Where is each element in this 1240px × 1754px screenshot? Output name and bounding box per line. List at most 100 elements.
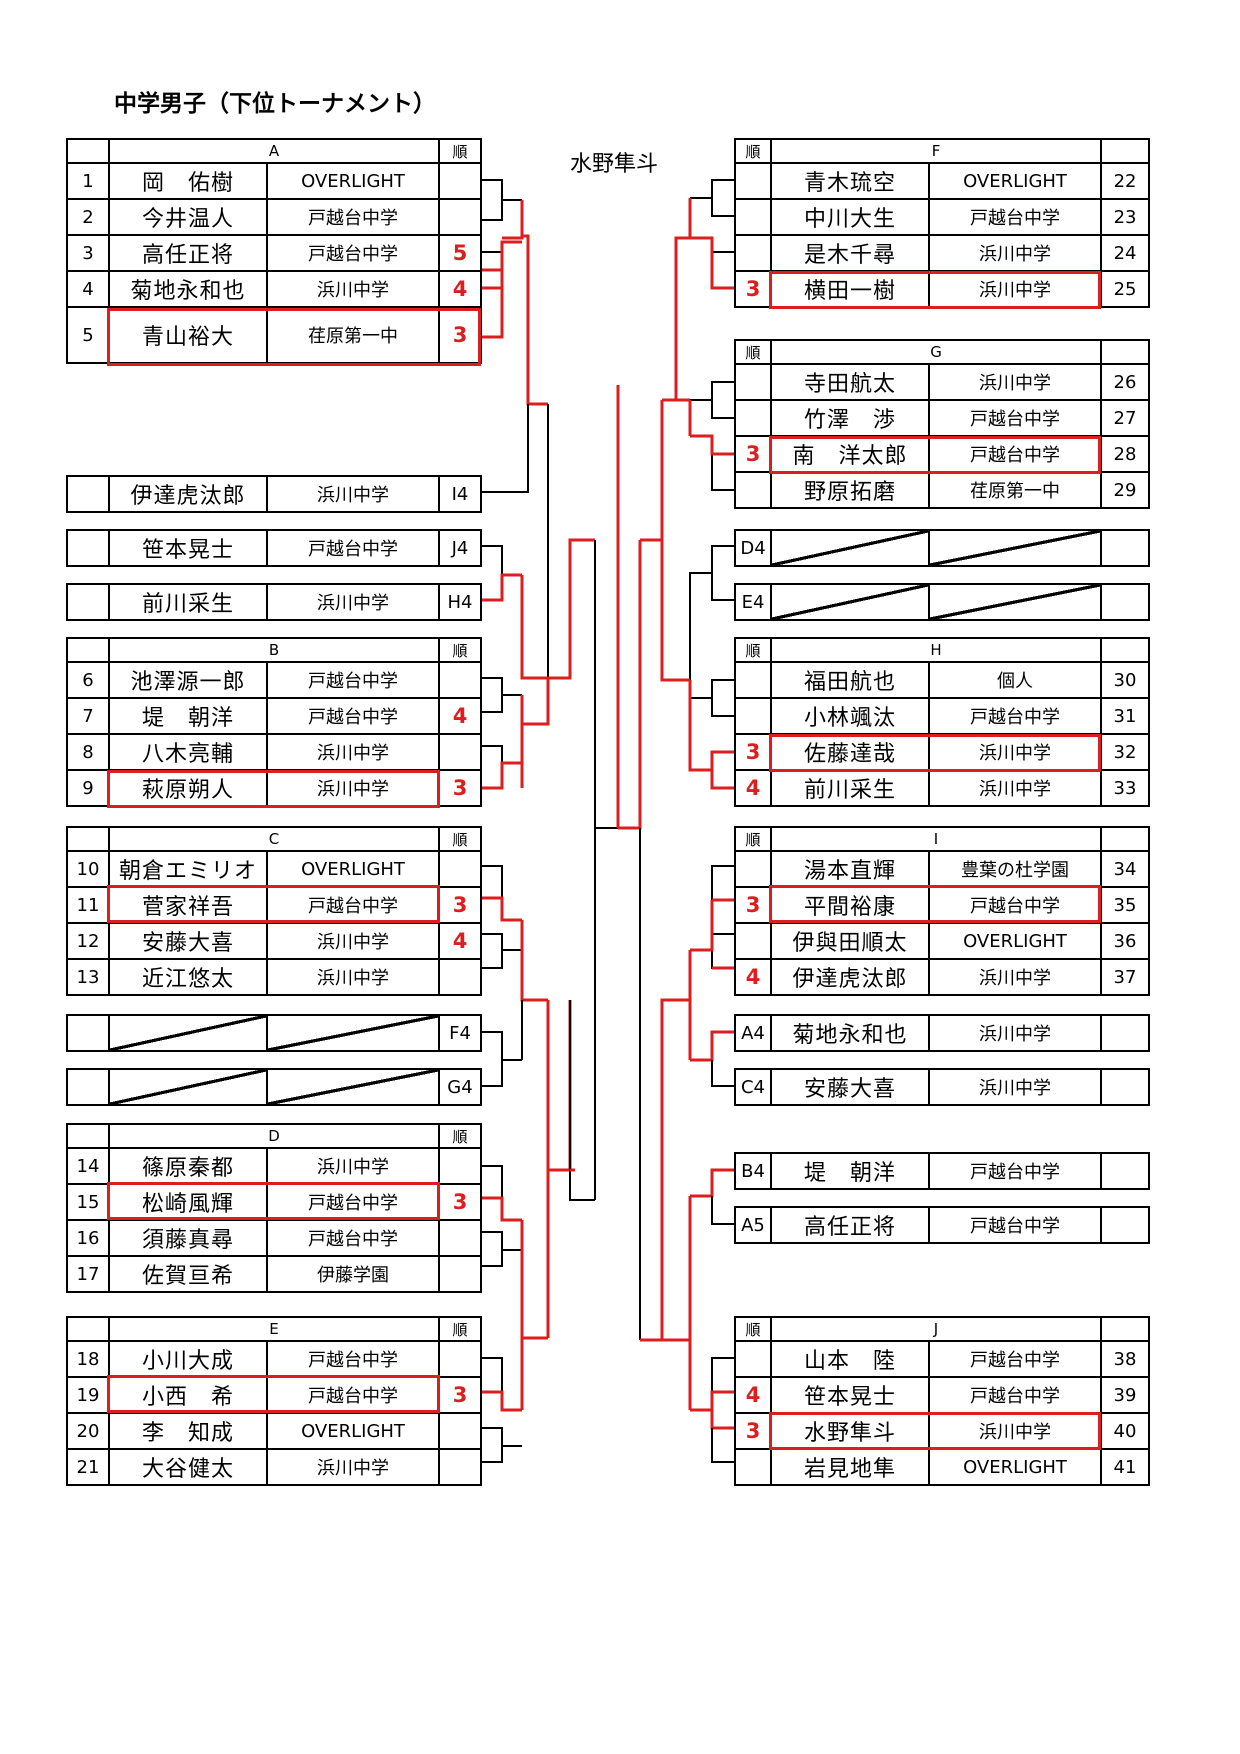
rank-value	[438, 850, 483, 888]
table-row: C4 安藤大喜 浜川中学	[734, 1068, 1150, 1106]
player-number: 5	[66, 306, 110, 364]
seed-a5-table: A5 高任正将 戸越台中学	[734, 1206, 1150, 1244]
seed-j4-table: 笹本晃士 戸越台中学 J4	[66, 529, 482, 567]
bracket-line	[480, 240, 522, 272]
table-row: 18 小川大成 戸越台中学	[66, 1340, 483, 1378]
player-number: 40	[1100, 1412, 1150, 1450]
champion-name: 水野隼斗	[570, 152, 659, 177]
table-row: F4	[66, 1014, 482, 1052]
school-name: 荏原第一中	[928, 471, 1102, 509]
school-name: 個人	[928, 661, 1102, 699]
group-label: D	[108, 1123, 440, 1149]
seed-i4-table: 伊達虎汰郎 浜川中学 I4	[66, 475, 482, 513]
bracket-line	[660, 540, 690, 682]
player-number: 8	[66, 733, 110, 771]
table-row: 12 安藤大喜 浜川中学 4	[66, 922, 483, 960]
header-blank	[66, 1316, 110, 1342]
table-row: 16 須藤真尋 戸越台中学	[66, 1219, 482, 1257]
bye-slash	[770, 529, 930, 567]
seed-label: A4	[734, 1014, 772, 1052]
player-number: 16	[66, 1219, 110, 1257]
table-row: 野原拓磨 荏原第一中 29	[734, 471, 1150, 509]
school-name: OVERLIGHT	[265, 162, 441, 200]
table-row: 11 菅家祥吾 戸越台中学 3	[66, 886, 483, 924]
group-label: A	[107, 138, 441, 164]
school-name: 戸越台中学	[266, 529, 440, 567]
player-name: 是木千尋	[770, 234, 930, 272]
player-name: 堤 朝洋	[108, 697, 268, 735]
bracket-line	[522, 678, 550, 726]
table-row: 4 前川采生 浜川中学 33	[734, 769, 1150, 807]
rank-value	[734, 922, 772, 960]
bracket-line	[480, 1165, 503, 1198]
table-row: 伊達虎汰郎 浜川中学 I4	[66, 475, 482, 513]
bracket-line	[690, 1030, 734, 1062]
player-number: 29	[1100, 471, 1150, 509]
rank-value: 3	[438, 886, 483, 924]
school-name: 戸越台中学	[265, 1376, 441, 1414]
school-name: 戸越台中学	[928, 435, 1102, 473]
player-name: 小西 希	[108, 1376, 268, 1414]
bracket-line	[480, 761, 522, 790]
bracket-line	[520, 1220, 548, 1340]
school-name: 浜川中学	[265, 270, 441, 308]
rank-value: 5	[438, 234, 483, 272]
seed-d4-table: D4	[734, 529, 1150, 567]
group-d-table: D 順 14 篠原秦都 浜川中学 15 松崎風輝 戸越台中学 3 16 須藤真尋…	[66, 1123, 482, 1293]
rank-value: 3	[734, 435, 772, 473]
bracket-line	[690, 236, 734, 290]
school-name: 浜川中学	[928, 363, 1102, 401]
bracket-line	[640, 400, 664, 542]
player-name: 笹本晃士	[770, 1376, 930, 1414]
table-row: 3 佐藤達哉 浜川中学 32	[734, 733, 1150, 771]
player-number: 38	[1100, 1340, 1150, 1378]
school-name: 戸越台中学	[928, 1152, 1102, 1190]
header-blank	[1100, 637, 1150, 663]
player-number: 1	[66, 162, 110, 200]
rank-value	[734, 363, 772, 401]
bracket-line	[710, 750, 734, 770]
bracket-line	[660, 998, 690, 1340]
player-number: 12	[66, 922, 110, 960]
school-name: 戸越台中学	[928, 697, 1102, 735]
bracket-line	[522, 234, 548, 406]
school-name: 戸越台中学	[928, 1206, 1102, 1244]
table-row: 8 八木亮輔 浜川中学	[66, 733, 483, 771]
seed-label: A5	[734, 1206, 772, 1244]
rank-value	[734, 399, 772, 437]
bracket-line	[711, 1196, 734, 1225]
seed-g4-table: G4	[66, 1068, 482, 1106]
player-name: 竹澤 渉	[770, 399, 930, 437]
blank-cell	[1100, 583, 1150, 621]
blank-cell	[66, 583, 110, 621]
school-name: 戸越台中学	[266, 1219, 440, 1257]
rank-value: 3	[438, 306, 483, 364]
bracket-line	[502, 200, 524, 240]
school-name: 浜川中学	[928, 1412, 1102, 1450]
blank-cell	[1100, 1152, 1150, 1190]
player-name: 李 知成	[108, 1412, 268, 1450]
player-name: 高任正将	[770, 1206, 930, 1244]
player-name: 安藤大喜	[770, 1068, 930, 1106]
player-name: 高任正将	[108, 234, 268, 272]
group-label: G	[770, 339, 1102, 365]
table-row: D4	[734, 529, 1150, 567]
group-h-table: 順 H 福田航也 個人 30 小林颯汰 戸越台中学 31 3 佐藤達哉 浜川中学…	[734, 637, 1150, 807]
rank-value: 4	[734, 958, 772, 996]
player-number: 21	[66, 1448, 110, 1486]
player-name: 前川采生	[770, 769, 930, 807]
seed-label: J4	[438, 529, 482, 567]
bracket-line	[480, 270, 504, 339]
school-name: 浜川中学	[928, 958, 1102, 996]
player-name: 水野隼斗	[770, 1412, 930, 1450]
player-name: 今井温人	[108, 198, 268, 236]
bracket-line	[711, 934, 734, 969]
player-name: 朝倉エミリオ	[108, 850, 268, 888]
bracket-line	[480, 1427, 503, 1463]
table-row: 前川采生 浜川中学 H4	[66, 583, 482, 621]
player-number: 39	[1100, 1376, 1150, 1414]
table-row: 3 水野隼斗 浜川中学 40	[734, 1412, 1150, 1450]
table-row: 中川大生 戸越台中学 23	[734, 198, 1151, 236]
player-name: 南 洋太郎	[770, 435, 930, 473]
rank-value	[734, 162, 772, 200]
